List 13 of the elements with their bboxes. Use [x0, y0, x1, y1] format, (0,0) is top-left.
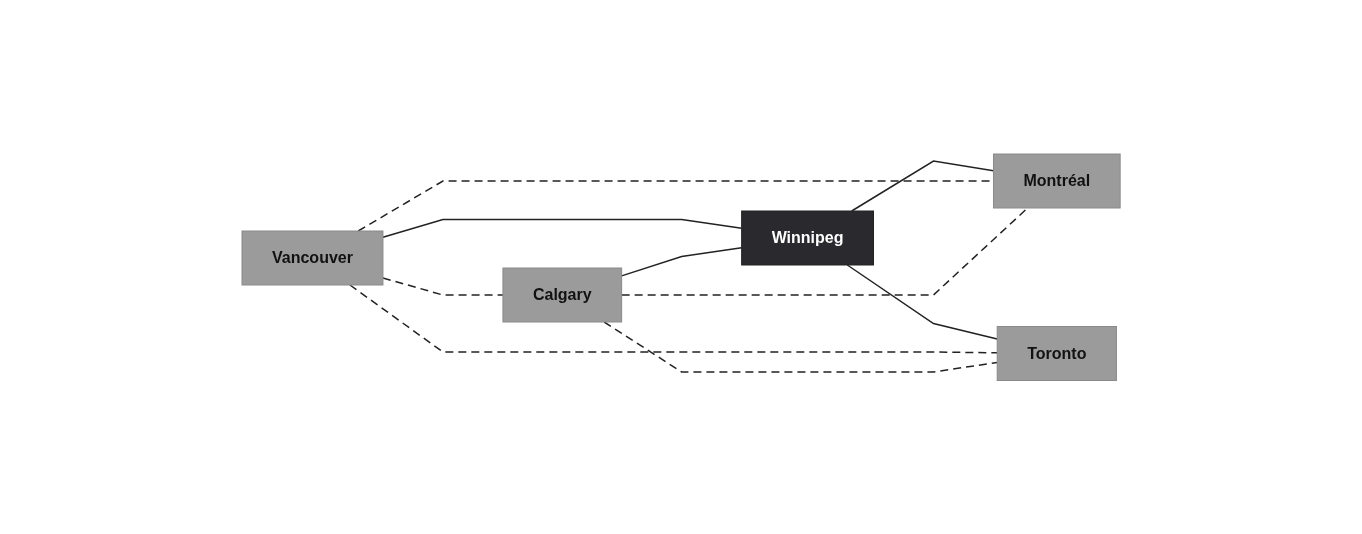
connector	[349, 284, 998, 354]
connector	[382, 277, 504, 296]
connector	[382, 218, 743, 238]
connector	[620, 207, 1029, 296]
connector	[850, 159, 995, 212]
node-box: Vancouver	[241, 230, 384, 286]
connector	[603, 321, 998, 373]
node-box: Montréal	[992, 153, 1121, 209]
node-box: Winnipeg	[741, 210, 874, 266]
node-box: Calgary	[502, 267, 623, 323]
connector	[620, 246, 743, 277]
node-box: Toronto	[996, 325, 1117, 381]
connector	[846, 264, 998, 340]
